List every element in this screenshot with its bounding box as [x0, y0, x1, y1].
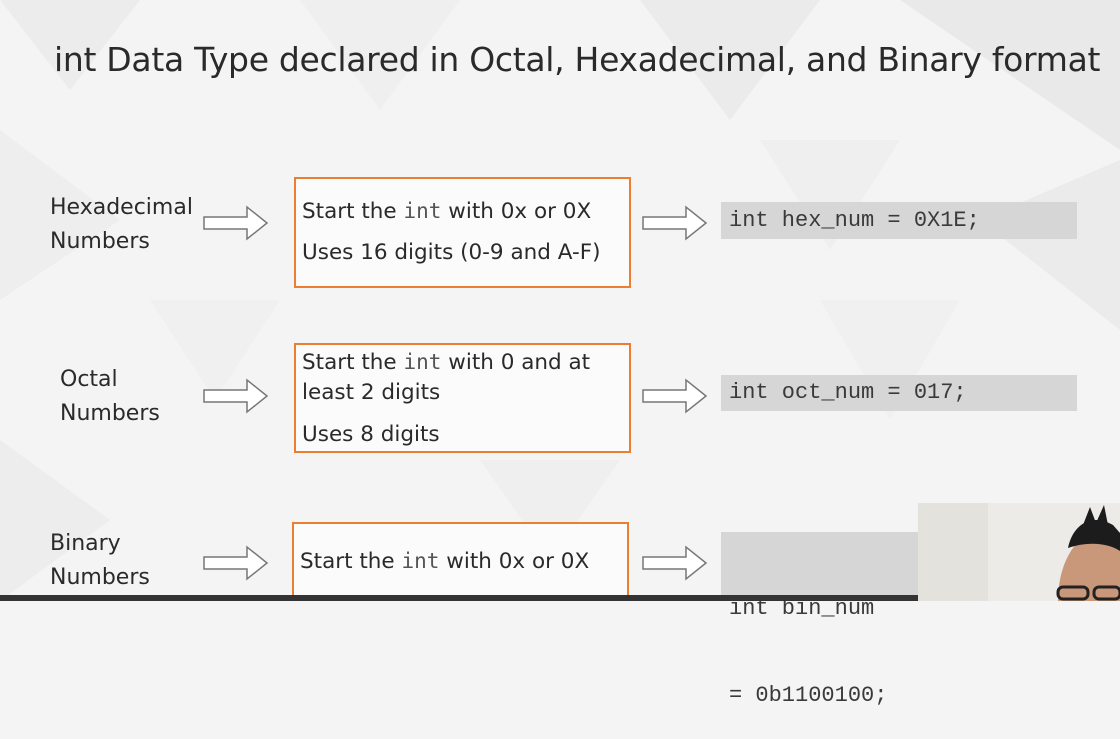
int-keyword: int — [403, 350, 442, 374]
octal-label-line1: Octal — [60, 367, 118, 392]
hex-rule-text-end: with 0x or 0X — [441, 199, 592, 224]
octal-rule-line2: Uses 8 digits — [302, 422, 440, 447]
octal-code-example: int oct_num = 017; — [721, 375, 1077, 411]
hex-rule-line1: Start the int with 0x or 0X — [302, 196, 623, 227]
octal-numbers-label: Octal Numbers — [60, 363, 160, 431]
hex-code-example: int hex_num = 0X1E; — [721, 202, 1077, 239]
slide-title: int Data Type declared in Octal, Hexadec… — [54, 40, 1101, 79]
hollow-right-arrow-icon — [203, 378, 269, 414]
octal-rule-line1: Start the int with 0 and at — [302, 347, 623, 378]
hollow-right-arrow-icon — [642, 205, 708, 241]
octal-rule-text-end: with 0 and at — [441, 350, 591, 375]
binary-label-line1: Binary — [50, 531, 121, 556]
octal-rule-line1b: least 2 digits — [302, 380, 441, 405]
hex-rule-text: Start the — [302, 199, 404, 224]
hex-rule-box: Start the int with 0x or 0X Uses 16 digi… — [294, 177, 631, 288]
presenter-webcam-overlay — [918, 503, 1120, 601]
binary-rule-text: Start the — [300, 549, 402, 574]
binary-rule-box: Start the int with 0x or 0X — [292, 522, 629, 601]
video-progress-strip — [0, 595, 918, 601]
binary-rule-text-end: with 0x or 0X — [439, 549, 590, 574]
hollow-right-arrow-icon — [642, 378, 708, 414]
binary-code-example: int bin_num = 0b1100100; — [721, 532, 919, 708]
octal-rule-text: Start the — [302, 350, 404, 375]
hex-label-line2: Numbers — [50, 229, 150, 254]
int-keyword: int — [403, 199, 442, 223]
binary-label-line2: Numbers — [50, 565, 150, 590]
hollow-right-arrow-icon — [203, 205, 269, 241]
hollow-right-arrow-icon — [203, 545, 269, 581]
octal-label-line2: Numbers — [60, 401, 160, 426]
slide-background — [900, 0, 1120, 150]
binary-numbers-label: Binary Numbers — [50, 527, 150, 595]
hex-label-line1: Hexadecimal — [50, 195, 193, 220]
hex-rule-line2: Uses 16 digits (0-9 and A-F) — [302, 240, 601, 265]
hex-numbers-label: Hexadecimal Numbers — [50, 191, 193, 259]
octal-rule-box: Start the int with 0 and at least 2 digi… — [294, 343, 631, 453]
binary-code-line2: = 0b1100100; — [729, 683, 888, 708]
int-keyword: int — [401, 549, 440, 573]
presenter-figure-icon — [918, 503, 1120, 601]
hollow-right-arrow-icon — [642, 545, 708, 581]
binary-rule-line1: Start the int with 0x or 0X — [300, 546, 621, 577]
